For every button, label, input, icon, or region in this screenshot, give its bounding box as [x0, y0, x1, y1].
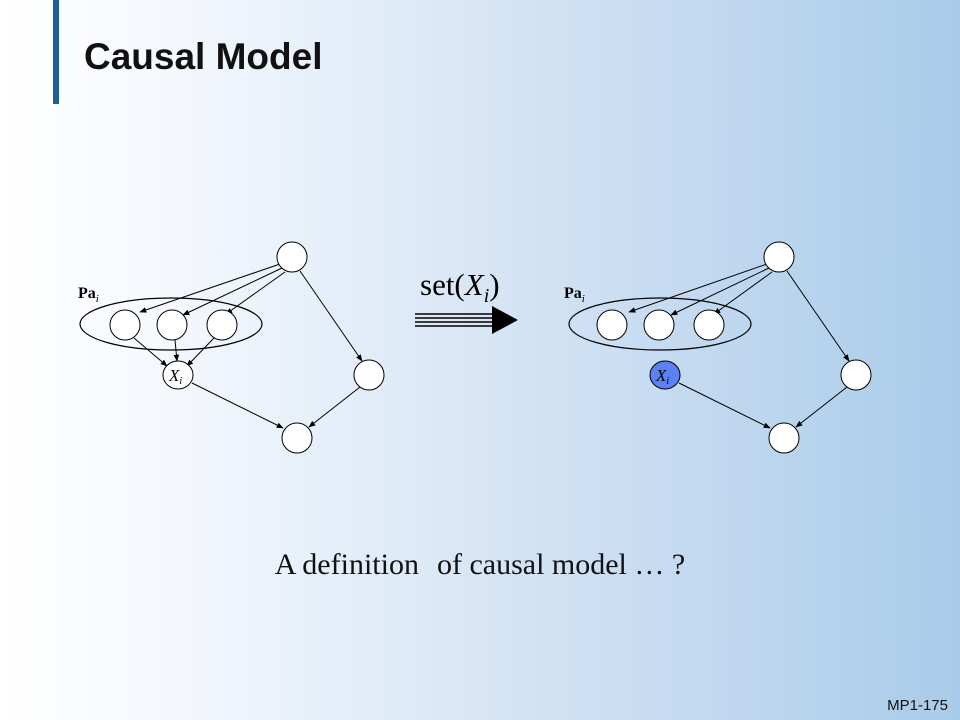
- node-x-label: Xi: [655, 366, 669, 387]
- edge-top-to-parent-1: [628, 263, 768, 313]
- edge-right-to-bottom: [308, 386, 361, 428]
- edge-top-to-parent-2: [182, 267, 283, 316]
- node-parent-1: [596, 309, 628, 341]
- caption: A definition of causal model … ?: [0, 548, 960, 582]
- parents-group-ellipse: [568, 297, 752, 351]
- node-parent-3: [693, 309, 725, 341]
- parents-label: Pai: [78, 285, 99, 305]
- edge-top-to-parent-1: [139, 263, 281, 313]
- edge-top-to-right-node: [786, 270, 850, 362]
- node-right: [840, 359, 872, 391]
- edge-top-to-parent-2: [670, 267, 770, 316]
- parents-label: Pai: [564, 285, 585, 305]
- node-x-intervened: [649, 360, 681, 390]
- node-x: [162, 360, 194, 390]
- intervention-label: set(Xi): [420, 267, 500, 307]
- intervention-arrow: set(Xi): [415, 267, 518, 334]
- arrow-head: [492, 306, 518, 334]
- parents-group-ellipse: [79, 297, 263, 351]
- edge-top-to-right-node: [299, 270, 363, 362]
- node-parent-1: [109, 309, 141, 341]
- edge-parent-1-to-x: [133, 337, 168, 367]
- edge-right-to-bottom: [795, 386, 848, 428]
- node-top: [276, 241, 308, 273]
- edge-x-to-bottom: [678, 382, 771, 429]
- edge-parent-3-to-x: [186, 337, 215, 367]
- node-parent-2: [156, 309, 188, 341]
- edge-x-to-bottom: [191, 382, 284, 429]
- left-graph: Pai Xi: [78, 241, 385, 454]
- node-bottom: [768, 422, 800, 454]
- node-top: [763, 241, 795, 273]
- edge-top-to-parent-3: [713, 271, 773, 315]
- node-x-label: Xi: [168, 366, 182, 387]
- node-bottom: [281, 422, 313, 454]
- caption-part-1: A definition: [274, 548, 419, 581]
- slide-title: Causal Model: [84, 36, 323, 77]
- caption-part-2: of causal model … ?: [436, 548, 686, 581]
- edge-top-to-parent-3: [225, 271, 286, 315]
- node-parent-2: [643, 309, 675, 341]
- edge-parent-2-to-x: [173, 339, 180, 362]
- title-accent-bar: [53, 0, 59, 104]
- node-parent-3: [206, 309, 238, 341]
- node-right: [353, 359, 385, 391]
- slide-number: MP1-175: [887, 697, 948, 714]
- right-graph: Pai Xi: [564, 241, 872, 454]
